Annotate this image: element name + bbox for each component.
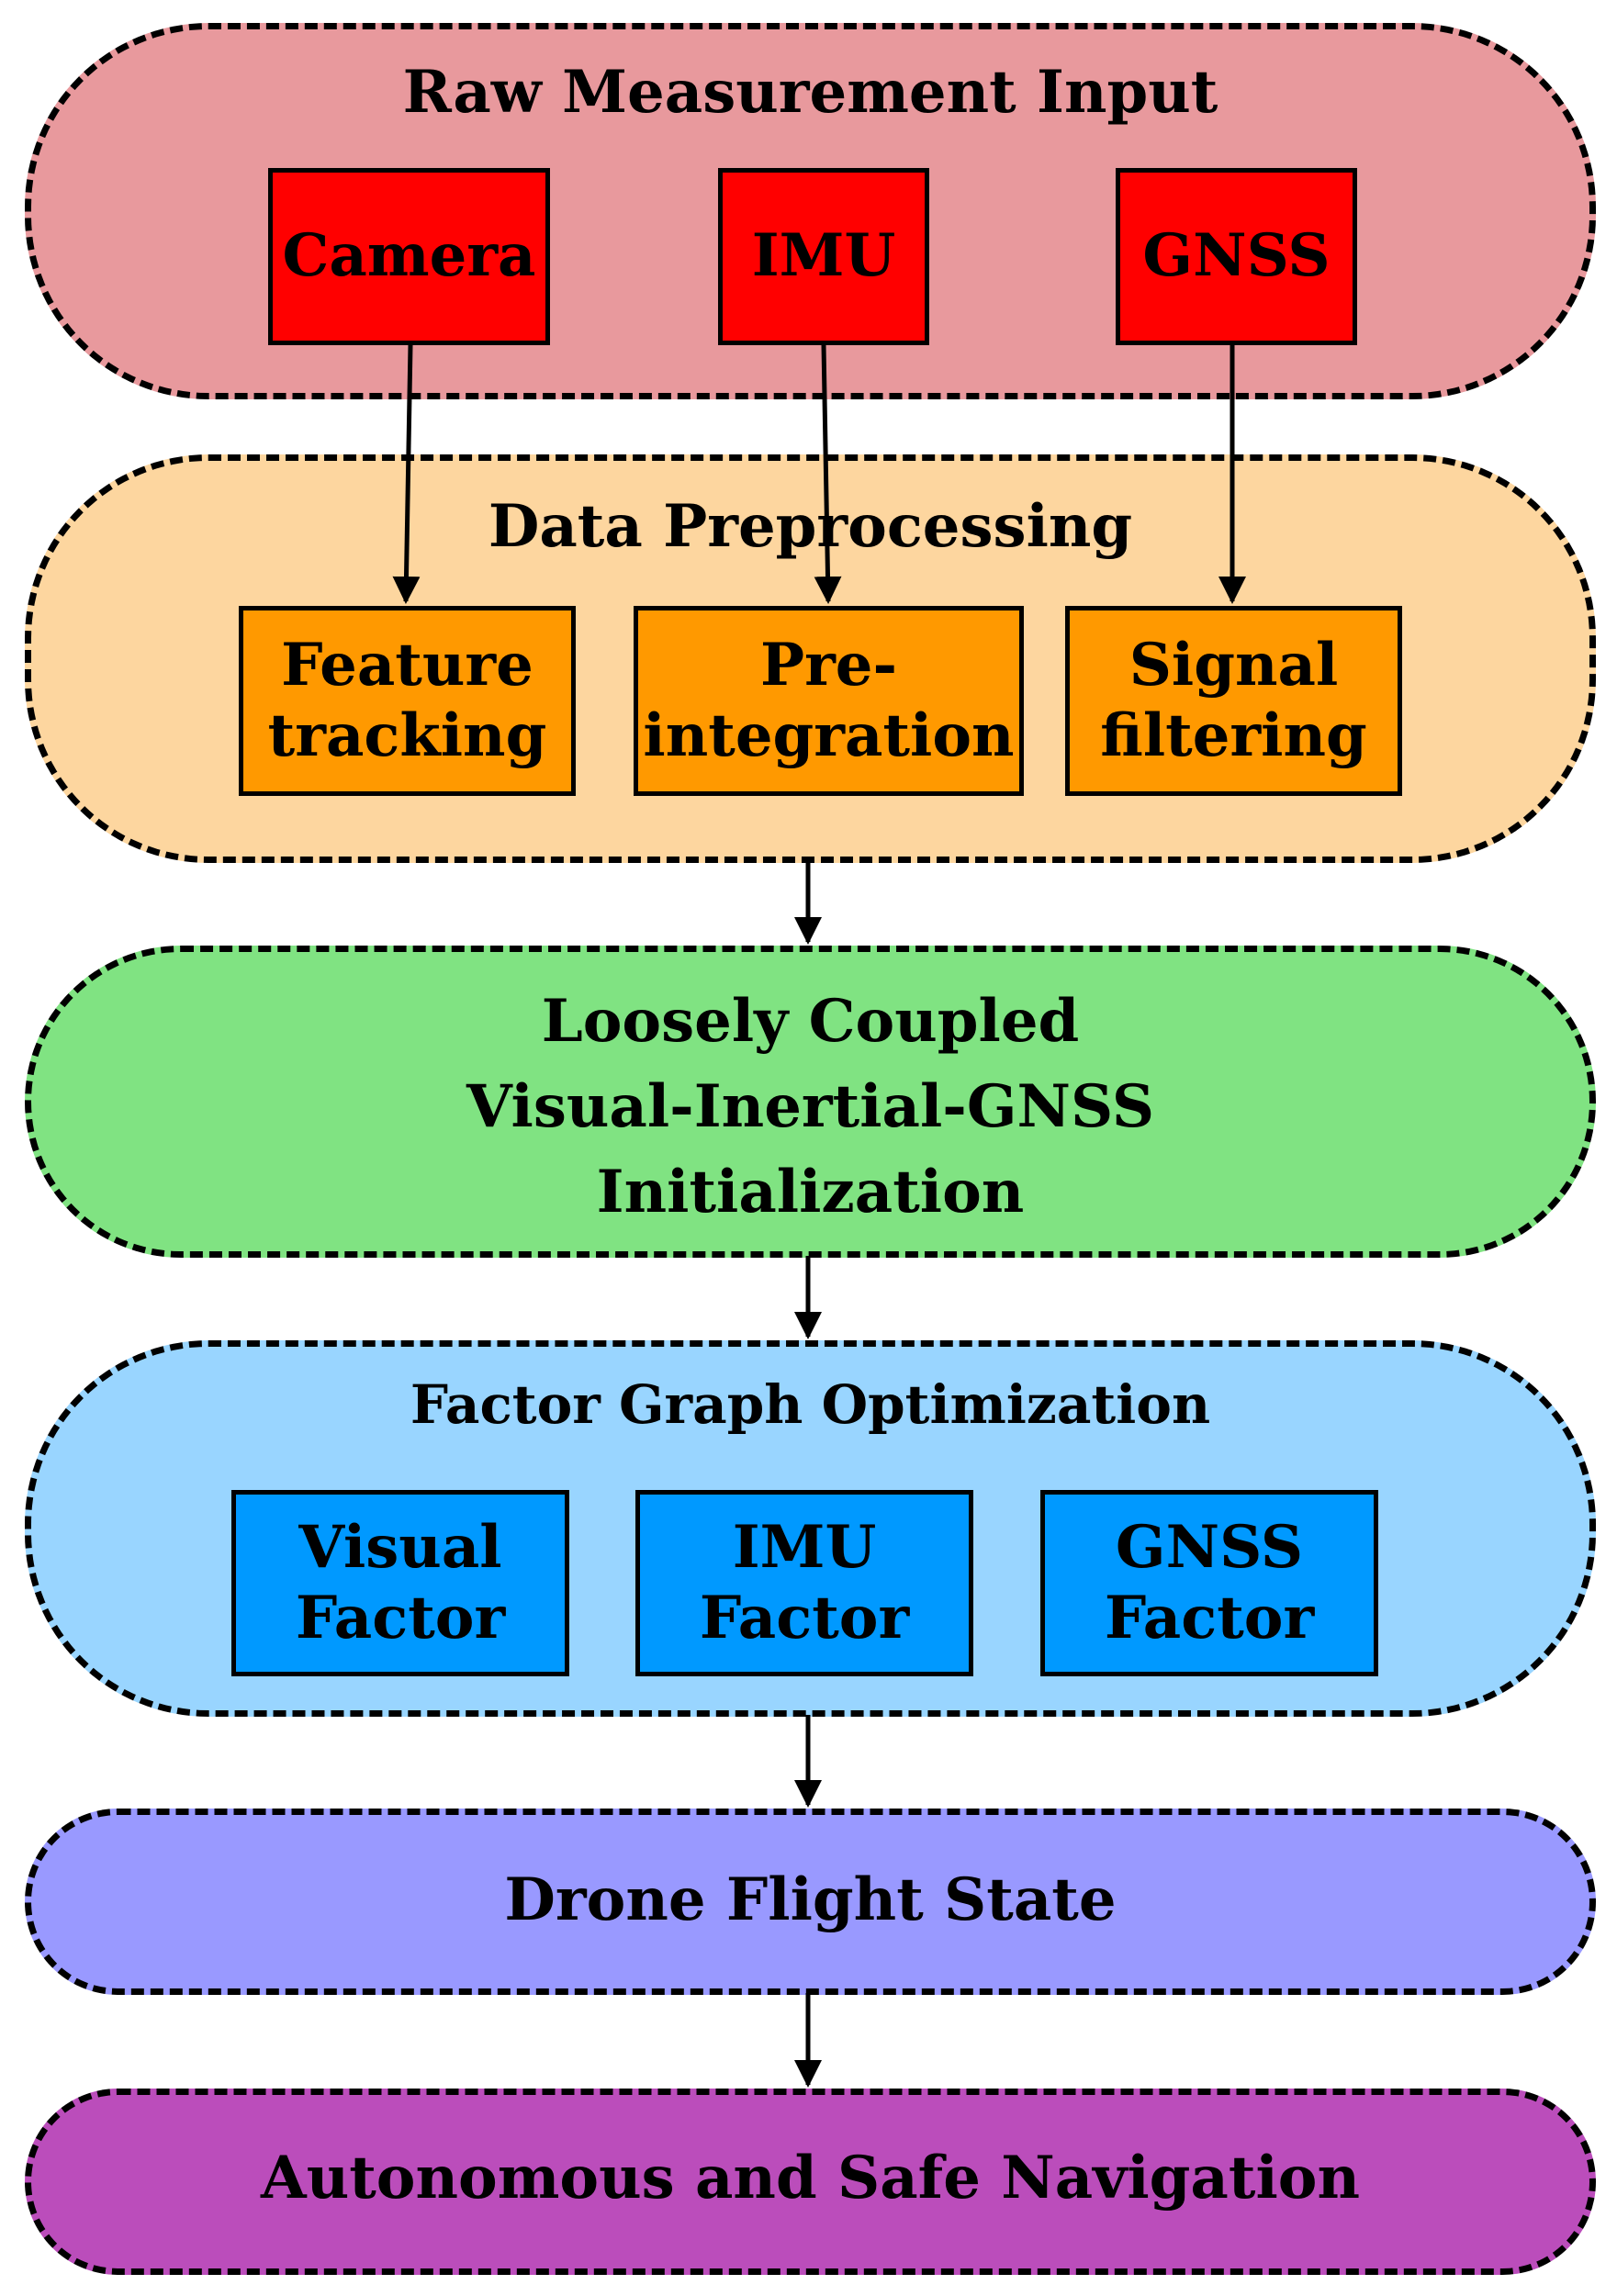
flight-state-title: Drone Flight State	[504, 1865, 1117, 1934]
visual-factor-node: Visual Factor	[231, 1490, 569, 1676]
navigation-stage: Autonomous and Safe Navigation	[25, 2089, 1596, 2275]
raw-measurement-title: Raw Measurement Input	[402, 58, 1218, 127]
initialization-title: Loosely Coupled Visual-Inertial-GNSS Ini…	[466, 987, 1155, 1226]
initialization-stage: Loosely Coupled Visual-Inertial-GNSS Ini…	[25, 946, 1596, 1258]
camera-node: Camera	[268, 168, 550, 345]
pre-integration-node: Pre- integration	[634, 606, 1024, 796]
feature-tracking-node: Feature tracking	[239, 606, 576, 796]
navigation-title: Autonomous and Safe Navigation	[261, 2144, 1360, 2212]
gnss-node: GNSS	[1116, 168, 1357, 345]
gnss-factor-node: GNSS Factor	[1040, 1490, 1378, 1676]
camera-to-feature-tracking-arrow	[392, 344, 421, 604]
signal-filtering-node: Signal filtering	[1065, 606, 1402, 796]
imu-factor-node: IMU Factor	[635, 1490, 973, 1676]
imu-node: IMU	[718, 168, 929, 345]
preprocessing-title: Data Preprocessing	[488, 492, 1133, 561]
imu-to-pre-integration-arrow	[814, 344, 842, 604]
factor-graph-optimization-title: Factor Graph Optimization	[410, 1373, 1211, 1436]
flight-state-stage: Drone Flight State	[25, 1809, 1596, 1995]
